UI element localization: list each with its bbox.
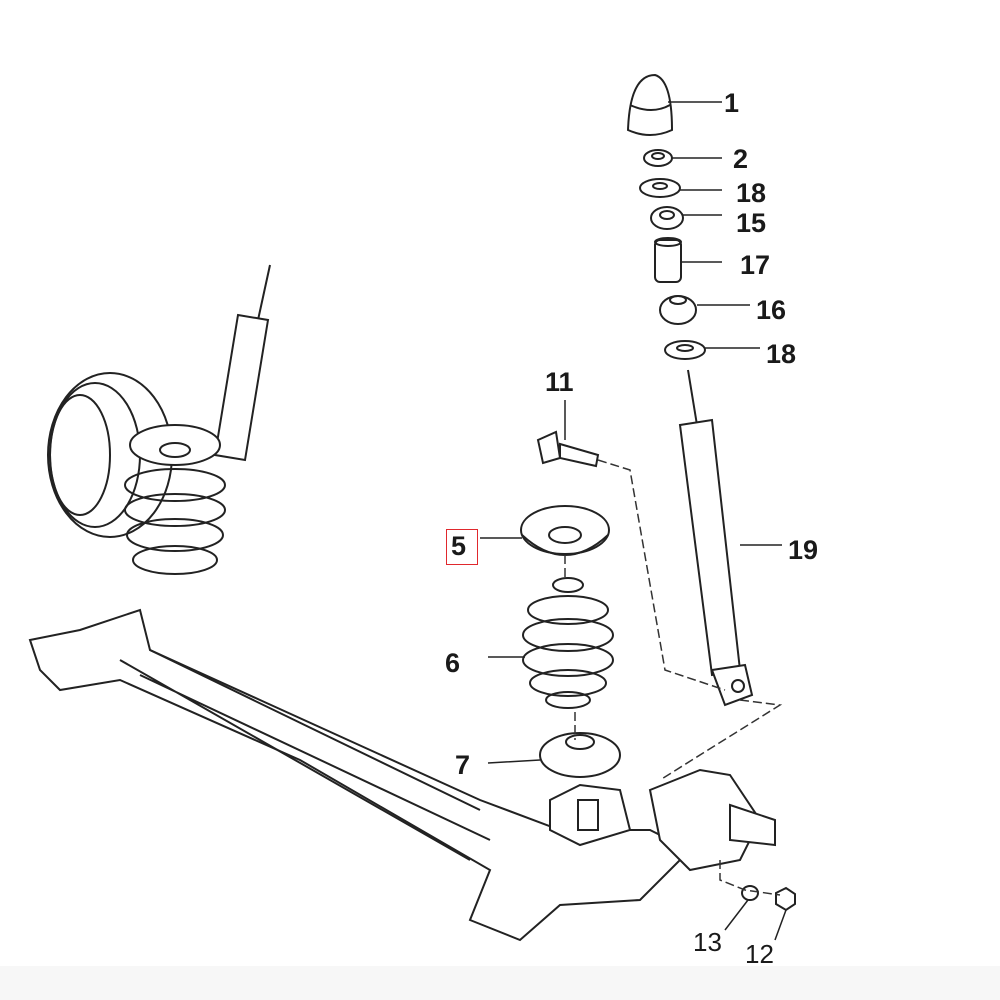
callout-13: 13 [693,927,722,957]
hex-nut [775,886,796,912]
callout-17: 17 [740,250,771,280]
axle-beam [28,608,776,942]
bushing [650,206,684,230]
upper-spring-seat [520,505,610,556]
callout-15: 15 [736,208,767,238]
callout-18-lower: 18 [766,339,797,369]
washer [741,885,759,901]
washer-upper [639,178,681,198]
left-shock-absorber [213,264,271,462]
nut [643,149,673,167]
sleeve [654,237,682,283]
callout-11: 11 [545,367,574,397]
left-coil-spring [124,424,226,575]
coil-spring [522,577,614,709]
callout-6: 6 [445,648,461,678]
washer-lower [664,340,706,360]
callout-19: 19 [788,535,819,565]
callout-1: 1 [724,88,740,118]
leader-lines [480,101,787,941]
bottom-strip [0,966,1000,1000]
lower-bushing [659,295,697,325]
bump-stop-cap [626,73,674,136]
callout-5-highlight-box [446,529,478,565]
callout-7: 7 [455,750,471,780]
callout-18-upper: 18 [736,178,767,208]
bolt [536,430,600,468]
callout-16: 16 [756,295,787,325]
callout-12: 12 [745,939,774,969]
callout-2: 2 [733,144,749,174]
right-shock-absorber [678,369,754,707]
callout-5: 5 [451,531,467,561]
lower-spring-seat [539,732,621,778]
